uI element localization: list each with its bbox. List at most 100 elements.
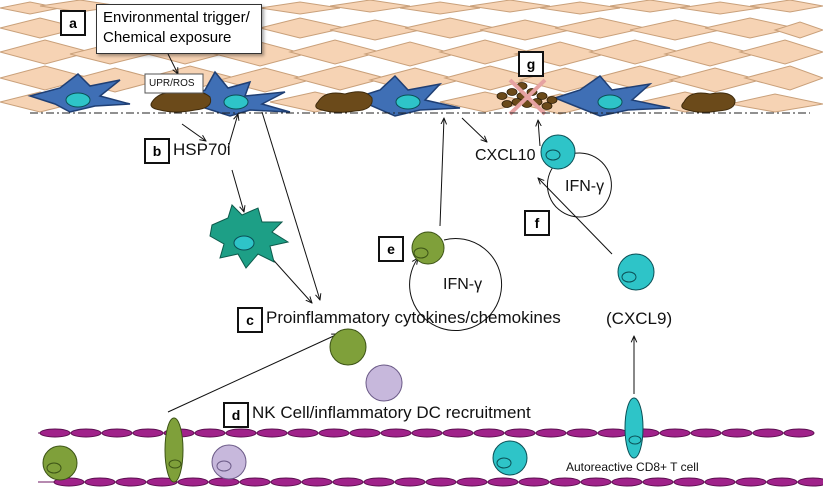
- endothelial-cell: [580, 477, 612, 487]
- dc-dermis: [365, 364, 403, 402]
- melanin-cluster-3: [681, 92, 736, 113]
- endothelial-cell: [39, 428, 71, 438]
- keratinocyte-row-2: [0, 17, 823, 41]
- keratinocyte-row-3: [0, 39, 823, 67]
- endothelial-cell: [797, 477, 823, 487]
- endothelial-cell: [597, 428, 629, 438]
- panel-label-e: e: [378, 236, 404, 262]
- melanocyte-3: [352, 74, 461, 117]
- melanocyte-1: [27, 73, 131, 113]
- endothelial-cell: [270, 477, 302, 487]
- endothelial-cell: [194, 428, 226, 438]
- ifn-gamma-loop-f: [546, 152, 612, 218]
- nk-cell-dermis: [329, 328, 367, 366]
- tcell-vessel: [492, 440, 528, 476]
- cytokines-label: Proinflammatory cytokines/chemokines: [266, 308, 561, 327]
- upr-ros-label: UPR/ROS: [149, 78, 195, 89]
- endothelial-cell: [456, 477, 488, 487]
- endothelial-cell: [318, 428, 350, 438]
- keratinocyte-row-4: [0, 65, 823, 93]
- arrow-ifn-to-melanocyte: [439, 118, 444, 227]
- melanin-cluster-1: [150, 90, 212, 113]
- endothelial-cell: [84, 477, 116, 487]
- endothelial-cell: [115, 477, 147, 487]
- endothelial-cell: [504, 428, 536, 438]
- endothelial-cell: [380, 428, 412, 438]
- endothelial-cell: [425, 477, 457, 487]
- trigger-line-2: Chemical exposure: [103, 29, 232, 46]
- endothelial-cell: [611, 477, 643, 487]
- endothelial-cell: [487, 477, 519, 487]
- panel-label-b: b: [144, 138, 170, 164]
- endothelial-cell: [101, 428, 133, 438]
- destroyed-melanocyte: [496, 78, 558, 116]
- trigger-line-1: Environmental trigger/: [103, 9, 250, 26]
- endothelial-cell: [301, 477, 333, 487]
- upr-ros-box: [144, 73, 204, 94]
- arrow-melanocyte-to-cxcl10: [461, 117, 487, 142]
- endothelial-cell: [332, 477, 364, 487]
- endothelial-cell: [735, 477, 767, 487]
- endothelial-cell: [442, 428, 474, 438]
- endothelial-cell: [690, 428, 722, 438]
- ifn-gamma-label-f: IFN-γ: [565, 178, 605, 195]
- endothelial-cell: [349, 428, 381, 438]
- nk-cell-e: [411, 231, 445, 265]
- arrow-melanocyte-to-hsp70i: [181, 123, 206, 141]
- arrow-tcell-to-cxcl10: [538, 178, 613, 255]
- arrow-recruitment: [167, 334, 338, 413]
- endothelial-cell: [704, 477, 736, 487]
- tcell-cxcl10: [540, 134, 576, 170]
- endothelial-cell: [132, 428, 164, 438]
- endothelial-cell: [363, 477, 395, 487]
- panel-label-g: g: [518, 51, 544, 77]
- panel-label-a: a: [60, 10, 86, 36]
- endothelial-cell: [783, 428, 815, 438]
- dc-vessel: [211, 444, 247, 480]
- arrow-melanocyte-to-cytokines: [261, 111, 320, 300]
- arrow-hsp70i-to-melanocyte: [227, 114, 238, 149]
- ifn-gamma-label-e: IFN-γ: [443, 276, 483, 293]
- endothelial-cell: [659, 428, 691, 438]
- endothelial-cell: [766, 477, 798, 487]
- cxcl9-label: (CXCL9): [606, 309, 673, 328]
- panel-label-c: c: [237, 307, 263, 333]
- trigger-arrow: [167, 53, 178, 74]
- endothelial-cell: [673, 477, 705, 487]
- arrow-hsp70i-to-dc: [231, 169, 244, 212]
- panel-label-f: f: [524, 210, 550, 236]
- nk-cell-vessel: [42, 445, 78, 481]
- endothelial-cell: [287, 428, 319, 438]
- endothelial-cell: [549, 477, 581, 487]
- hsp70i-label: HSP70i: [173, 140, 231, 159]
- endothelial-cell: [177, 477, 209, 487]
- endothelial-cell: [642, 477, 674, 487]
- endothelial-cell: [208, 477, 240, 487]
- arrow-tcell-to-melanocyte: [538, 120, 540, 147]
- endothelial-cell: [752, 428, 784, 438]
- inflammatory-dc: [209, 204, 290, 269]
- tcell-extravasating: [624, 397, 644, 459]
- endothelial-cell: [535, 428, 567, 438]
- endothelial-cell: [394, 477, 426, 487]
- endothelial-cell: [473, 428, 505, 438]
- cxcl10-label: CXCL10: [475, 147, 536, 164]
- endothelial-cell: [239, 477, 271, 487]
- epidermis-layer: [0, 0, 823, 115]
- endothelial-cell: [225, 428, 257, 438]
- recruitment-label: NK Cell/inflammatory DC recruitment: [252, 403, 531, 422]
- endothelial-cell: [146, 477, 178, 487]
- trigger-callout: Environmental trigger/ Chemical exposure: [96, 4, 262, 54]
- endothelial-cell: [518, 477, 550, 487]
- x-mark: [508, 78, 547, 116]
- tcell-migrating: [617, 253, 655, 291]
- cd8-label: Autoreactive CD8+ T cell: [566, 460, 699, 474]
- blood-vessel: [38, 428, 823, 487]
- arrow-dc-to-cytokines: [267, 253, 312, 303]
- endothelial-cell: [256, 428, 288, 438]
- endothelial-cell: [566, 428, 598, 438]
- melanin-cluster-2: [315, 91, 373, 113]
- ifn-gamma-loop-e: [409, 238, 503, 332]
